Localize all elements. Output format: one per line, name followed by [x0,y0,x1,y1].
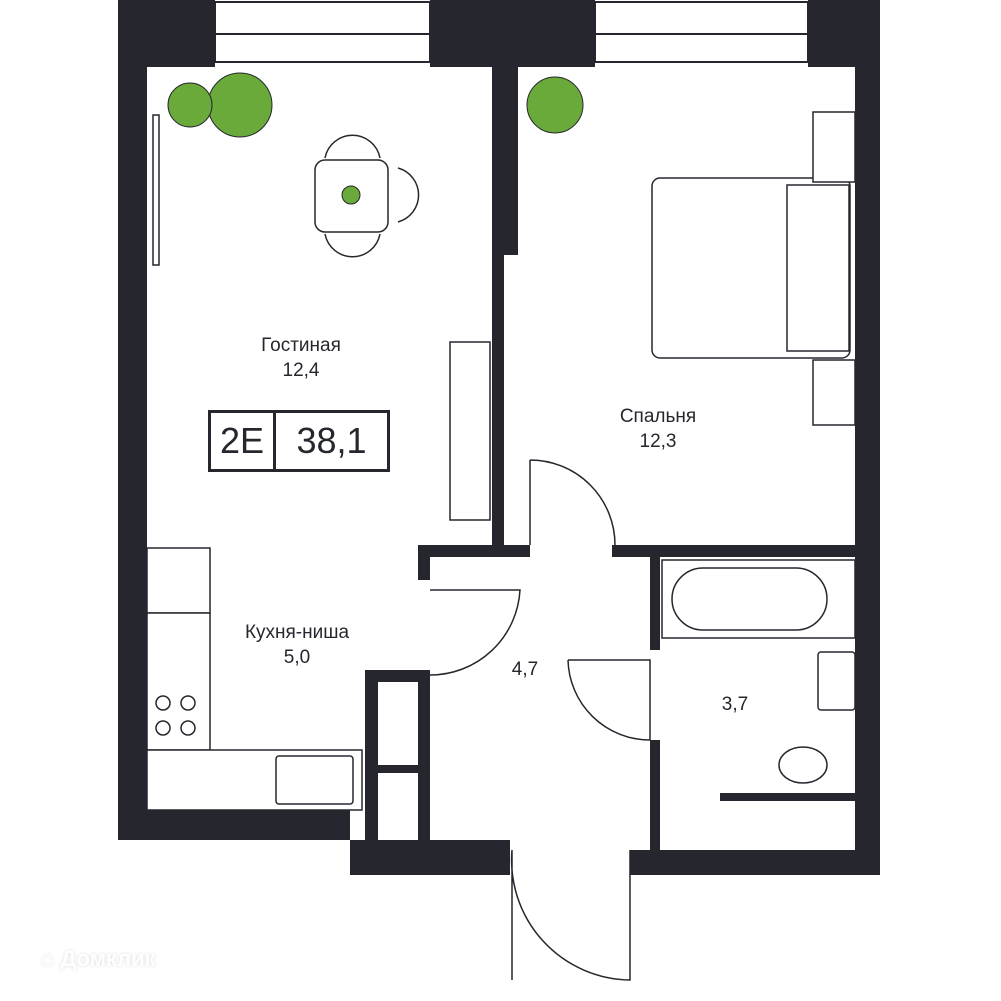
house-logo-icon: ⌂ [40,945,55,972]
watermark: ⌂ Домклик [40,945,156,973]
room-hall-area: 4,7 [511,659,539,680]
room-bath-area: 3,7 [721,694,749,715]
toilet [778,746,828,784]
room-bedroom-area: 12,3 [639,431,677,452]
apartment-type: 2E [211,413,276,469]
apartment-badge: 2E 38,1 [208,410,390,472]
room-living-name: Гостиная [261,335,341,356]
room-bedroom-name: Спальня [619,406,697,427]
bathtub [671,567,828,631]
windows [214,1,809,63]
room-kitchen-name: Кухня-ниша [244,622,350,643]
plants [167,72,584,205]
watermark-text: Домклик [60,946,156,971]
room-kitchen-area: 5,0 [283,647,311,668]
doors [429,459,651,981]
room-living-area: 12,4 [282,360,320,381]
walls [118,0,880,875]
apartment-total-area: 38,1 [296,420,367,461]
